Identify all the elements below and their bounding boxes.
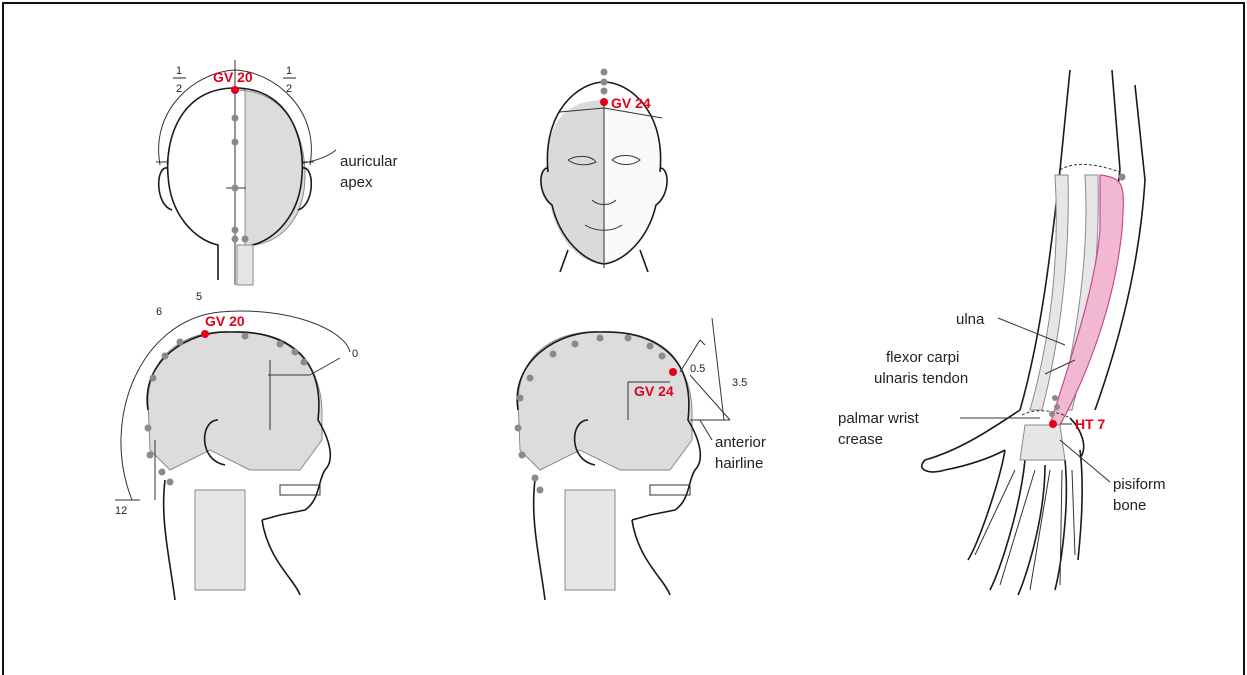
frac-right-den: 2 — [286, 83, 292, 95]
frac-left-num: 1 — [176, 65, 182, 77]
back-gv20-label: GV 20 — [213, 69, 253, 85]
anterior-hairline-label-1: anterior — [715, 434, 766, 451]
gv24-side-point — [669, 368, 677, 376]
ht7-label: HT 7 — [1075, 416, 1106, 432]
flexor-label-2: ulnaris tendon — [874, 370, 968, 387]
gv20-side-point — [201, 330, 209, 338]
front-gv24-label: GV 24 — [611, 95, 651, 111]
frac-left-den: 2 — [176, 83, 182, 95]
back-head-view — [156, 60, 336, 285]
frac-right-num: 1 — [286, 65, 292, 77]
flexor-label-1: flexor carpi — [886, 349, 959, 366]
measure-12: 12 — [115, 505, 127, 517]
palmar-label-2: crease — [838, 431, 883, 448]
anterior-hairline-label-2: hairline — [715, 455, 763, 472]
gv24-front-point — [600, 98, 608, 106]
auricular-apex-label-2: apex — [340, 174, 373, 191]
side-gv24-label: GV 24 — [634, 383, 674, 399]
gv20-back-point — [231, 86, 239, 94]
pisiform-label-1: pisiform — [1113, 476, 1166, 493]
measure-6: 6 — [156, 306, 162, 318]
side-head-right-view — [515, 318, 731, 600]
palmar-label-1: palmar wrist — [838, 410, 920, 427]
measure-0-5: 0.5 — [690, 363, 705, 375]
measure-0: 0 — [352, 348, 358, 360]
ht7-point — [1049, 420, 1057, 428]
measure-3-5: 3.5 — [732, 377, 747, 389]
ulna-label: ulna — [956, 311, 985, 328]
measure-5: 5 — [196, 291, 202, 303]
side-gv20-label: GV 20 — [205, 313, 245, 329]
pisiform-label-2: bone — [1113, 497, 1146, 514]
auricular-apex-label-1: auricular — [340, 153, 398, 170]
side-head-left-view — [115, 311, 350, 600]
